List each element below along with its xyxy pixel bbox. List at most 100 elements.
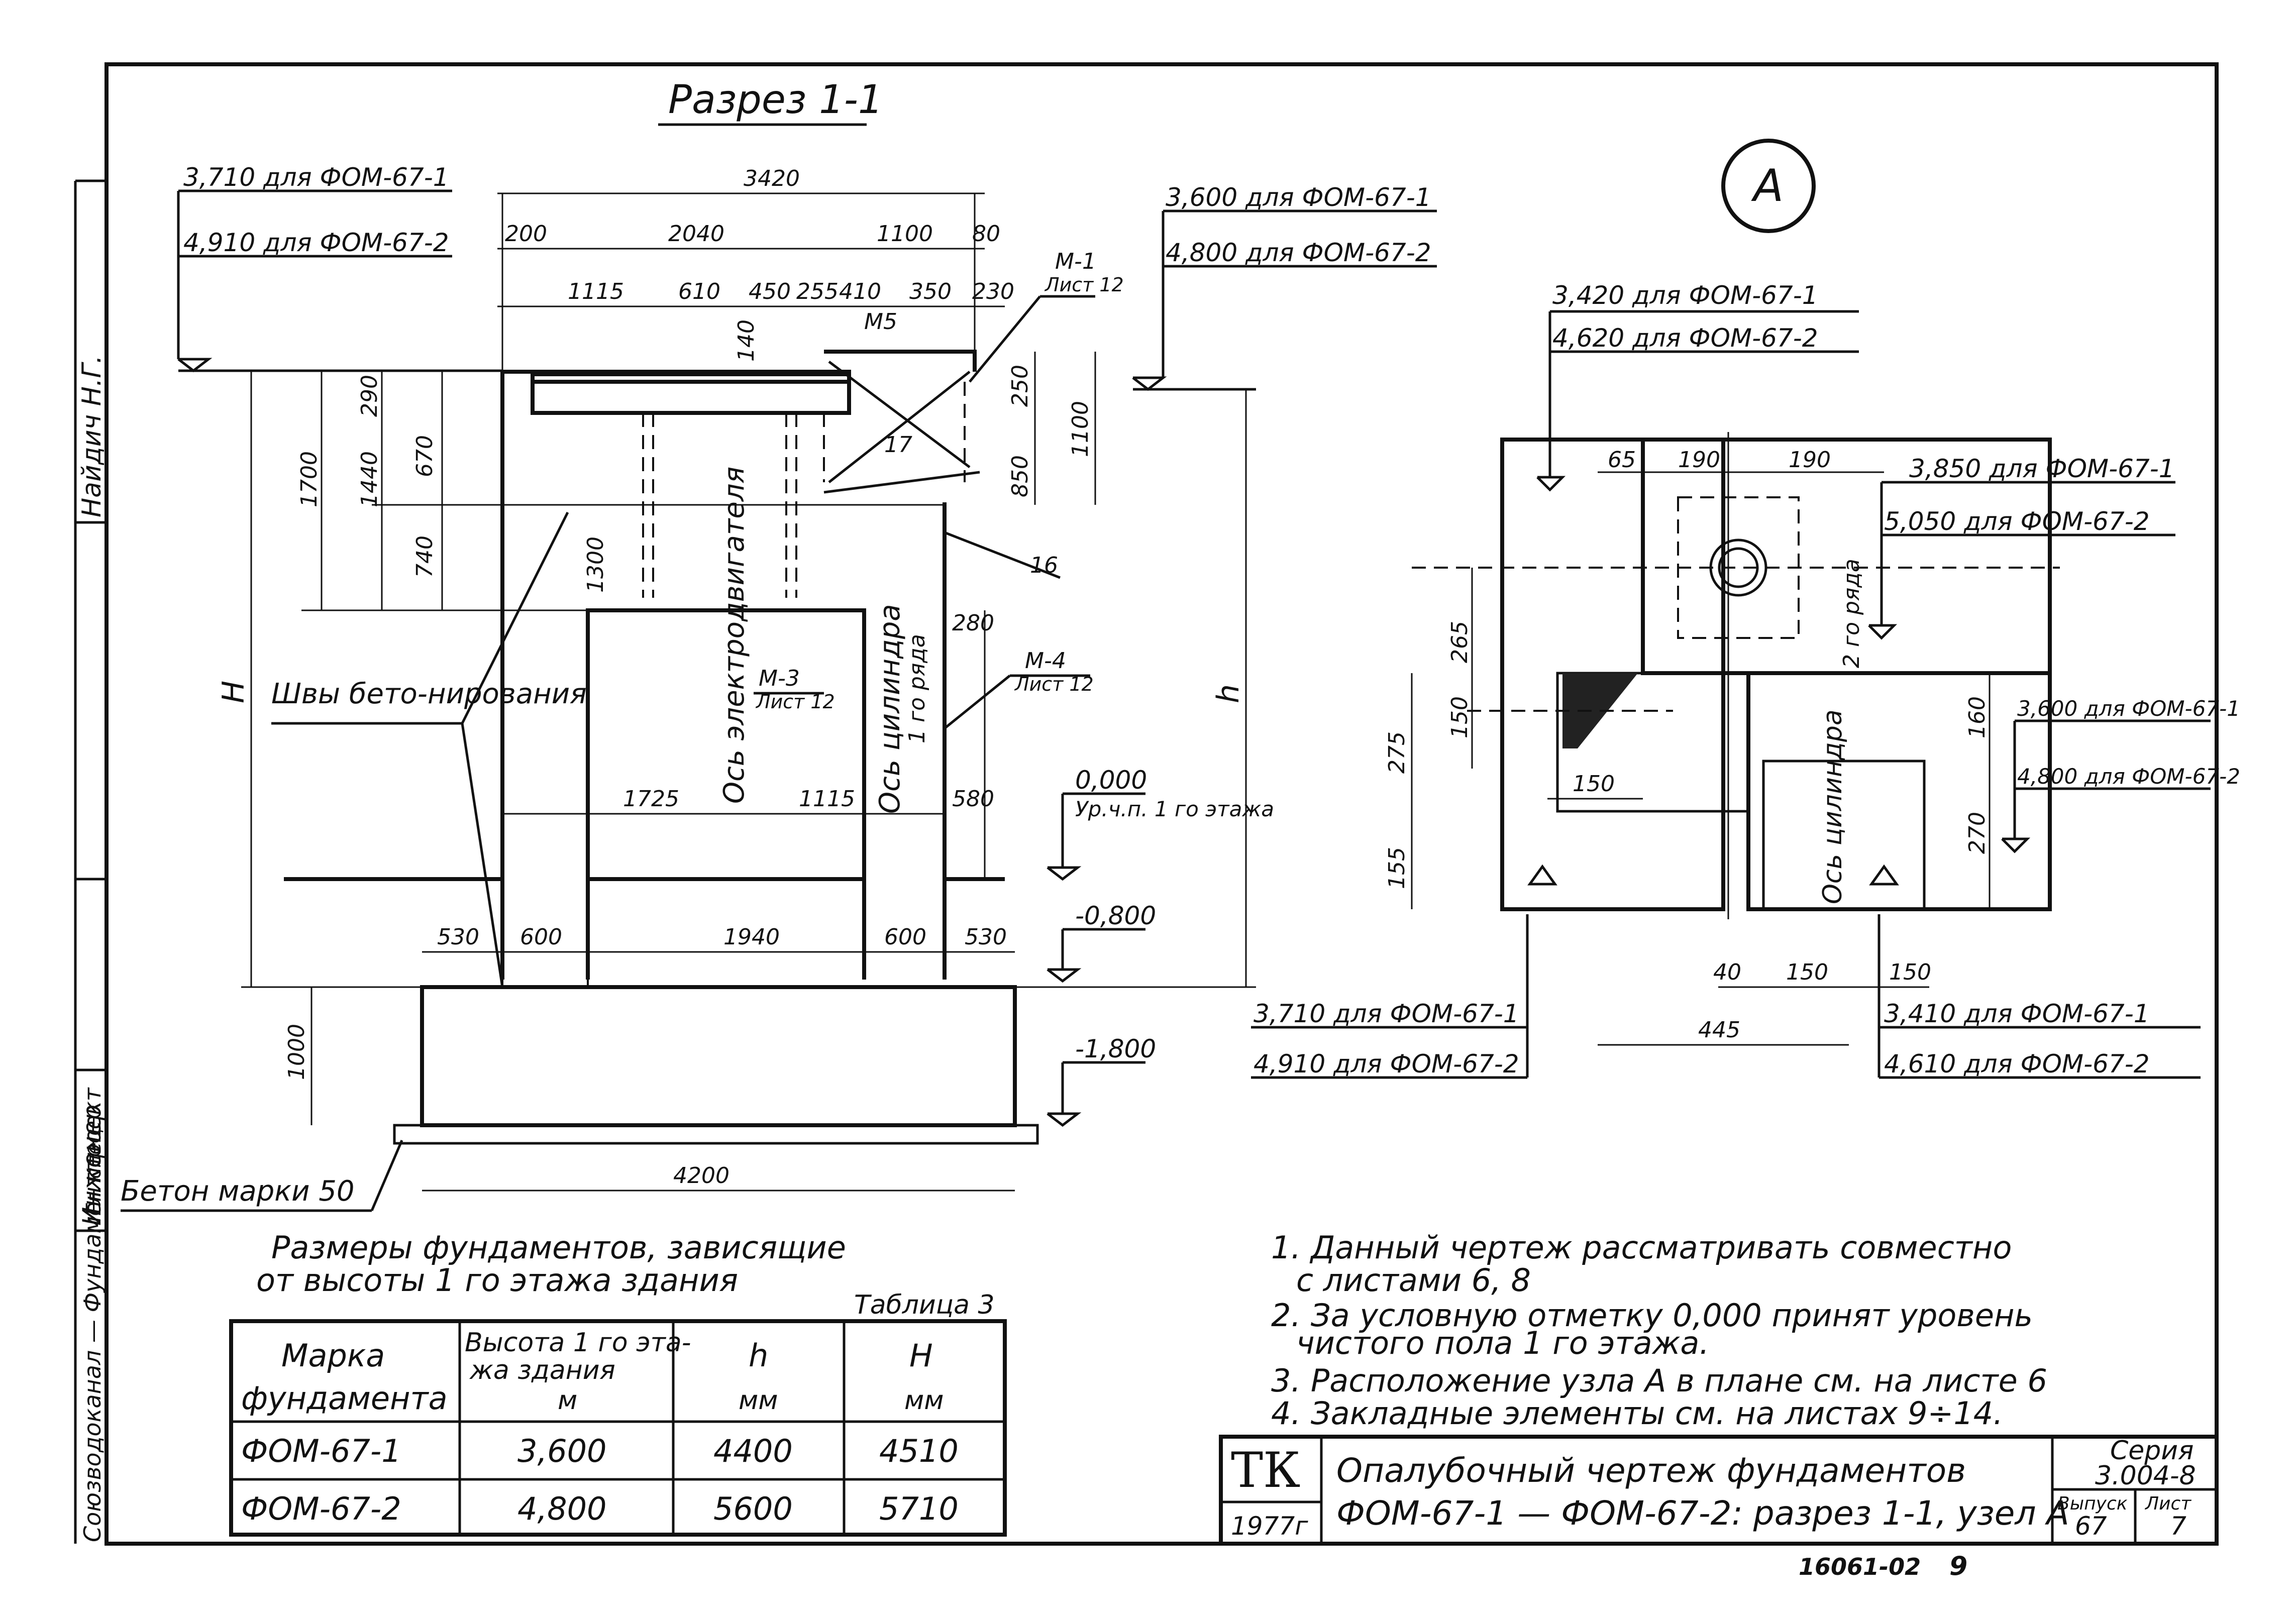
dim-1440: 1440 [357, 451, 382, 507]
label-m4: М-4 [1025, 648, 1066, 674]
note-line: 3. Расположение узла А в плане см. на ли… [1271, 1362, 2047, 1399]
dim-200: 200 [505, 221, 547, 247]
node-dim-65: 65 [1608, 447, 1636, 473]
node-level-rt-2: 5,050 для ФОМ-67-2 [1884, 507, 2150, 536]
dim-3420: 3420 [744, 166, 800, 191]
table-caption-2: от высоты 1 го этажа здания [256, 1262, 738, 1299]
node-dim-160: 160 [1964, 696, 1990, 738]
label-17: 17 [884, 432, 912, 458]
label-m1-sheet: Лист 12 [1044, 274, 1124, 296]
dim-255: 255 [796, 279, 839, 304]
node-a-letter: А [1751, 160, 1784, 211]
node-level-rt-1: 3,850 для ФОМ-67-1 [1909, 454, 2175, 483]
sheet-frame [105, 62, 2219, 1546]
stamp-sheet: 7 [2170, 1512, 2186, 1541]
label-concrete: Бетон марки 50 [121, 1175, 355, 1208]
footer-page: 9 [1949, 1551, 1967, 1581]
dim-140: 140 [734, 319, 759, 362]
node-dim-150c: 150 [1889, 959, 1931, 985]
node-dim-190b: 190 [1789, 447, 1831, 473]
dim-530a: 530 [437, 924, 479, 950]
label-m5: М5 [864, 309, 897, 335]
table-cell: 5600 [713, 1490, 793, 1527]
node-level-rm-2: 4,800 для ФОМ-67-2 [2017, 764, 2240, 789]
node-a: А 3,420 для ФОМ-67-1 4,620 для ФОМ-67-2 … [1251, 139, 2240, 1079]
level-0000: 0,000 [1075, 766, 1147, 795]
node-axis-cyl-row: 2 го ряда [1839, 559, 1864, 668]
sidebar-org: Союзводоканал — Фундаментпроект [79, 1087, 106, 1542]
dim-1000: 1000 [284, 1024, 309, 1080]
dim-740: 740 [412, 535, 438, 578]
dim-290: 290 [357, 375, 382, 417]
title-block: ТК 1977г Опалубочный чертеж фундаментов … [1219, 1435, 2219, 1546]
stamp-series-label: Серия [2110, 1436, 2194, 1466]
node-dim-150b: 150 [1786, 959, 1828, 985]
th-height-1: Высота 1 го эта- [465, 1328, 691, 1358]
stamp-issue-label: Выпуск [2057, 1493, 2128, 1514]
sidebar-role1: Гл. спец. [82, 1122, 106, 1216]
node-level-bl-1: 3,710 для ФОМ-67-1 [1254, 999, 1519, 1028]
node-a-circle [1721, 139, 1816, 233]
level-right-1: 3,600 для ФОМ-67-1 [1166, 183, 1431, 212]
node-dim-265: 265 [1447, 621, 1473, 663]
sidebar-name1: Найдич Н.Г. [77, 355, 107, 517]
dim-610: 610 [678, 279, 720, 304]
sidebar-role2: Инженер [77, 1105, 107, 1226]
note-line: 2. За условную отметку 0,000 принят уров… [1271, 1297, 2033, 1334]
dim-1700: 1700 [296, 451, 322, 507]
dim-1115: 1115 [568, 279, 624, 304]
dim-450: 450 [749, 279, 791, 304]
dim-1115b: 1115 [799, 786, 855, 812]
th-H-2: мм [904, 1385, 944, 1416]
table-cell: 3,600 [517, 1433, 607, 1469]
notes: 1. Данный чертеж рассматривать совместно… [1271, 1229, 2047, 1432]
stamp-title-2: ФОМ-67-1 — ФОМ-67-2: разрез 1-1, узел А [1336, 1494, 2069, 1533]
stamp-issue: 67 [2075, 1512, 2107, 1541]
dim-1300: 1300 [583, 536, 608, 593]
level-right-2: 4,800 для ФОМ-67-2 [1166, 238, 1431, 267]
section-title: Разрез 1-1 [668, 77, 883, 123]
node-dim-150v: 150 [1447, 696, 1473, 738]
axis-motor: Ось электродвигателя [718, 467, 751, 804]
label-seams: Швы бето-нирования [271, 678, 587, 710]
table-caption-1: Размеры фундаментов, зависящие [271, 1229, 846, 1266]
dim-h: h [1211, 684, 1246, 703]
table-cell: ФОМ-67-2 [241, 1490, 401, 1527]
label-m1: М-1 [1055, 249, 1096, 274]
level-left-1: 3,710 для ФОМ-67-1 [183, 163, 449, 192]
table-cell: 4400 [713, 1433, 793, 1469]
th-h-2: мм [739, 1385, 778, 1416]
dim-350: 350 [909, 279, 952, 304]
axis-cyl-row: 1 го ряда [904, 634, 930, 743]
table-cell: 4,800 [517, 1490, 607, 1527]
table-cell: ФОМ-67-1 [241, 1433, 401, 1469]
dim-4200: 4200 [673, 1163, 729, 1189]
node-dim-275: 275 [1384, 731, 1410, 774]
node-dim-270: 270 [1964, 812, 1990, 854]
dim-2040: 2040 [668, 221, 724, 247]
node-level-top-1: 3,420 для ФОМ-67-1 [1552, 281, 1818, 310]
level-left-2: 4,910 для ФОМ-67-2 [183, 228, 449, 257]
stamp-series: 3.004-8 [2095, 1461, 2196, 1491]
dim-670: 670 [412, 435, 438, 477]
level-m0800: -0,800 [1075, 901, 1156, 930]
th-brand-2: фундамента [241, 1380, 448, 1417]
table-number: Таблица 3 [854, 1290, 995, 1320]
node-dim-150h: 150 [1573, 771, 1615, 797]
node-level-br-2: 4,610 для ФОМ-67-2 [1884, 1049, 2150, 1079]
dim-80: 80 [972, 221, 1000, 247]
dim-H: H [216, 681, 251, 703]
stamp-org: ТК [1231, 1442, 1300, 1498]
dim-1100v: 1100 [1068, 401, 1093, 457]
dim-1100: 1100 [877, 221, 933, 247]
node-dim-445: 445 [1698, 1017, 1740, 1043]
table-cell: 4510 [879, 1433, 959, 1469]
dim-410: 410 [839, 279, 881, 304]
dim-850: 850 [1007, 455, 1033, 497]
node-dim-155: 155 [1384, 847, 1410, 889]
footer-code: 16061-02 [1799, 1553, 1921, 1580]
axis-cyl: Ось цилиндра [874, 604, 906, 814]
node-level-br-1: 3,410 для ФОМ-67-1 [1884, 999, 2150, 1028]
note-line: 4. Закладные элементы см. на листах 9÷14… [1271, 1395, 2003, 1432]
dim-250: 250 [1007, 365, 1033, 407]
